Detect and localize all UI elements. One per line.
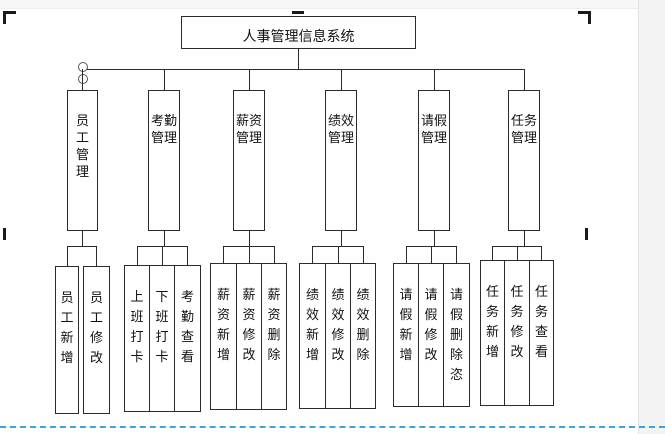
child-node-label: 薪资删除 — [267, 288, 281, 363]
child-node[interactable]: 薪资删除 — [261, 263, 287, 410]
child-node-label: 任务修改 — [510, 285, 524, 360]
child-node-label: 薪资新增 — [216, 288, 230, 363]
connector-child-1-1 — [67, 246, 68, 266]
child-node[interactable]: 绩效修改 — [325, 263, 351, 409]
module-node-6[interactable]: 任务管理 — [508, 90, 540, 231]
connector-child-2-3 — [187, 246, 188, 265]
child-node-label: 绩效新增 — [305, 288, 319, 363]
child-node[interactable]: 任务新增 — [480, 260, 505, 406]
page-right-margin — [638, 0, 665, 434]
child-node-label: 考勤查看 — [180, 290, 194, 365]
child-node-label: 薪资修改 — [242, 288, 256, 363]
connector-module-4 — [341, 69, 342, 90]
child-node[interactable]: 任务查看 — [529, 260, 554, 406]
connector-root-horizontal — [82, 69, 525, 70]
connector-child-4-2 — [338, 246, 339, 263]
child-node-label: 员工修改 — [89, 291, 103, 366]
child-node[interactable]: 请假修改 — [418, 263, 444, 407]
page-break-line — [0, 426, 665, 428]
child-node[interactable]: 请假新增 — [393, 263, 419, 407]
child-node[interactable]: 薪资修改 — [236, 263, 262, 410]
selection-corner-top-left[interactable] — [3, 11, 16, 24]
module-node-3[interactable]: 薪资管理 — [233, 90, 265, 231]
connector-child-1-2 — [96, 246, 97, 266]
child-node-label: 绩效删除 — [356, 288, 370, 363]
connector-child-2-2 — [162, 246, 163, 265]
child-node[interactable]: 下班打卡 — [149, 265, 175, 412]
child-node-label: 绩效修改 — [331, 288, 345, 363]
connector-child-3-2 — [249, 246, 250, 263]
child-node-label: 请假删除恣 — [449, 288, 463, 383]
child-node[interactable]: 员工新增 — [55, 266, 79, 414]
selection-edge-right[interactable] — [585, 228, 588, 240]
connector-module-1 — [82, 69, 83, 90]
module-node-label: 薪资管理 — [236, 114, 263, 146]
child-node-label: 员工新增 — [60, 291, 74, 366]
connector-child-6-1 — [492, 246, 493, 260]
connector-child-4-1 — [312, 246, 313, 263]
module-node-label: 请假管理 — [421, 114, 448, 146]
connector-child-bus-1 — [67, 246, 97, 247]
connector-handle-bottom[interactable] — [78, 74, 88, 84]
child-node-label: 上班打卡 — [130, 290, 144, 365]
connector-child-2-1 — [137, 246, 138, 265]
connector-root-down — [298, 49, 299, 69]
connector-module-down-1 — [82, 231, 83, 246]
child-node[interactable]: 考勤查看 — [174, 265, 201, 412]
child-node[interactable]: 绩效删除 — [350, 263, 376, 409]
module-node-1[interactable]: 员工管理 — [67, 90, 98, 231]
connector-module-down-6 — [524, 231, 525, 246]
module-node-2[interactable]: 考勤管理 — [148, 90, 180, 231]
module-node-label: 员工管理 — [75, 114, 89, 180]
connector-module-down-4 — [341, 231, 342, 246]
child-node[interactable]: 任务修改 — [504, 260, 530, 406]
child-node[interactable]: 绩效新增 — [299, 263, 326, 409]
root-node[interactable]: 人事管理信息系统 — [181, 16, 416, 49]
connector-child-6-2 — [517, 246, 518, 260]
child-node[interactable]: 员工修改 — [83, 266, 110, 414]
child-node-label: 下班打卡 — [155, 290, 169, 365]
child-node-label: 请假修改 — [424, 288, 438, 363]
connector-module-5 — [434, 69, 435, 90]
connector-child-5-2 — [431, 246, 432, 263]
connector-module-3 — [249, 69, 250, 90]
connector-module-down-3 — [249, 231, 250, 246]
child-node-label: 任务查看 — [534, 285, 548, 360]
selection-edge-left[interactable] — [3, 228, 6, 240]
connector-module-6 — [524, 69, 525, 90]
module-node-5[interactable]: 请假管理 — [418, 90, 450, 231]
connector-module-down-2 — [164, 231, 165, 246]
connector-child-3-3 — [274, 246, 275, 263]
child-node[interactable]: 请假删除恣 — [443, 263, 470, 407]
connector-module-down-5 — [434, 231, 435, 246]
connector-child-4-3 — [363, 246, 364, 263]
connector-child-6-3 — [541, 246, 542, 260]
module-node-4[interactable]: 绩效管理 — [325, 90, 357, 231]
selection-corner-top-right[interactable] — [578, 11, 591, 24]
child-node[interactable]: 薪资新增 — [210, 263, 237, 410]
connector-child-5-3 — [456, 246, 457, 263]
connector-child-5-1 — [406, 246, 407, 263]
root-node-label: 人事管理信息系统 — [242, 29, 355, 45]
module-node-label: 考勤管理 — [151, 114, 178, 146]
connector-child-3-1 — [223, 246, 224, 263]
connector-module-2 — [164, 69, 165, 90]
module-node-label: 绩效管理 — [328, 114, 355, 146]
child-node[interactable]: 上班打卡 — [124, 265, 150, 412]
page-top-edge — [0, 0, 638, 9]
connector-handle-top[interactable] — [78, 62, 88, 72]
selection-edge-top[interactable] — [292, 11, 304, 14]
child-node-label: 任务新增 — [485, 285, 499, 360]
module-node-label: 任务管理 — [511, 114, 538, 146]
child-node-label: 请假新增 — [399, 288, 413, 363]
